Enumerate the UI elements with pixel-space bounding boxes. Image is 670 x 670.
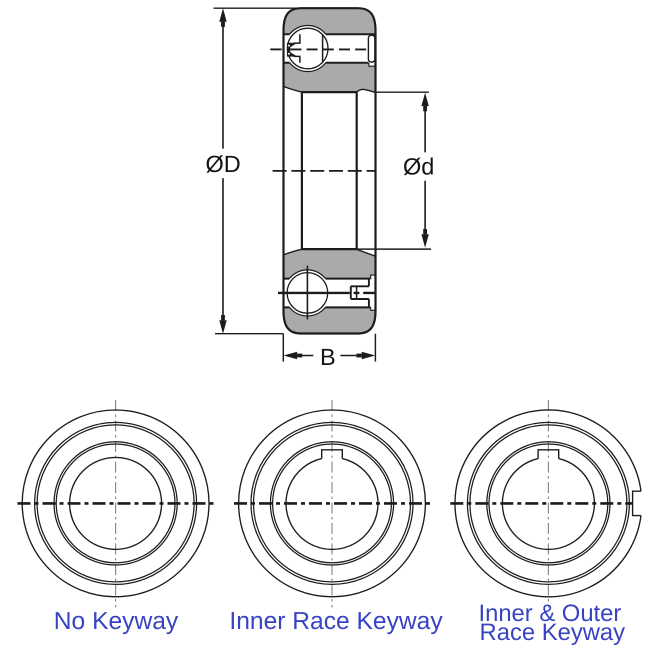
caption-inner-race-keyway: Inner Race Keyway (229, 608, 443, 635)
outer-race-circle (250, 421, 414, 586)
outer-race-circle (36, 424, 195, 583)
front-view-inner-race-keyway (234, 400, 430, 608)
sprag-clip-dot (287, 52, 290, 55)
bore-circle (501, 457, 596, 551)
inner-race-circle (53, 441, 178, 566)
cross-section-view (270, 7, 377, 335)
outer-race-circle (466, 421, 631, 586)
snap-ring-groove-notch (370, 274, 376, 279)
arrow-left-icon (283, 351, 303, 360)
inner-race-circle (486, 441, 611, 566)
seal-groove-notch (368, 63, 376, 67)
arrow-up-icon (219, 8, 227, 27)
front-view-inner-outer-race-keyway (450, 400, 642, 608)
arrow-up-icon (421, 92, 429, 112)
arrow-down-icon (421, 229, 429, 248)
outer-diameter-circle (21, 409, 210, 598)
outer-ring-outline (282, 7, 377, 335)
width-dimension: B (282, 333, 377, 370)
dimensions: ØD Ød B (205, 7, 434, 370)
inner-race-circle (55, 443, 176, 564)
outer-keyway-notch (631, 490, 641, 517)
chamfer-edge (283, 85, 376, 94)
sprag-clip-dot (287, 44, 290, 47)
outer-race-circle (252, 424, 412, 583)
outer-race-circle (469, 424, 628, 583)
arrow-down-icon (219, 315, 227, 334)
caption-inner-outer-race-keyway-line1: Inner & Outer (478, 600, 621, 627)
caption-no-keyway: No Keyway (54, 608, 179, 635)
inner-keyway-notch (537, 449, 560, 459)
pocket-arc (289, 62, 327, 73)
pocket-arc (289, 24, 327, 35)
outer-diameter-dimension: ØD (205, 7, 300, 335)
raceway-edges (283, 33, 376, 309)
seal-capsule (367, 34, 376, 63)
bore-diameter-dimension: Ød (356, 91, 434, 250)
inner-race-circle (269, 441, 395, 566)
width-label: B (320, 344, 336, 370)
sprag-clutch-detail (270, 34, 376, 67)
bore-circle (68, 456, 163, 551)
caption-inner-outer-race-keyway-line2: Race Keyway (480, 619, 626, 646)
inner-race-circle (488, 443, 609, 564)
bore-diameter-label: Ød (403, 154, 434, 180)
outer-race-circle (33, 421, 198, 586)
extension-lines (213, 7, 300, 335)
outer-diameter-circle (454, 409, 642, 598)
bore-circle (285, 457, 379, 551)
inner-keyway-notch (321, 449, 343, 459)
extension-lines (282, 333, 377, 362)
arrow-right-icon (356, 351, 376, 360)
front-view-no-keyway (17, 400, 214, 608)
snap-ring-profile (349, 278, 370, 308)
outer-diameter-circle (237, 409, 427, 598)
snap-ring-groove-notch (370, 307, 376, 311)
outer-diameter-label: ØD (205, 151, 240, 177)
chamfer-edge (283, 248, 376, 257)
extension-lines (356, 91, 432, 250)
inner-race-circle (271, 443, 393, 564)
snap-ring-detail (278, 265, 376, 320)
